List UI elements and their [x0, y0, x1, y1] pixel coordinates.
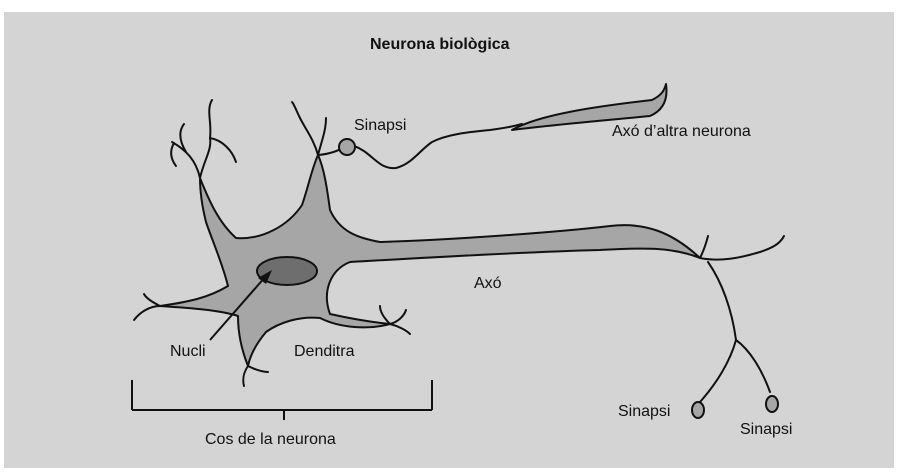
label-nucli: Nucli	[170, 344, 206, 360]
synapse-knob-top	[339, 139, 355, 155]
label-sinapsi-top: Sinapsi	[354, 118, 406, 134]
synapse-knob-left	[692, 402, 704, 418]
label-denditra: Denditra	[294, 344, 354, 360]
cell-body	[160, 155, 700, 366]
label-sinapsi-left: Sinapsi	[618, 404, 670, 420]
cell-body-bracket	[132, 380, 432, 420]
label-sinapsi-right: Sinapsi	[740, 422, 792, 438]
synapse-knob-right	[766, 396, 778, 412]
label-cos-de-la-neurona: Cos de la neurona	[205, 432, 336, 448]
diagram-title: Neurona biològica	[370, 37, 510, 53]
axon-terminals	[700, 236, 784, 402]
label-axo: Axó	[474, 276, 502, 292]
label-axo-altra-neurona: Axó d’altra neurona	[612, 124, 751, 140]
